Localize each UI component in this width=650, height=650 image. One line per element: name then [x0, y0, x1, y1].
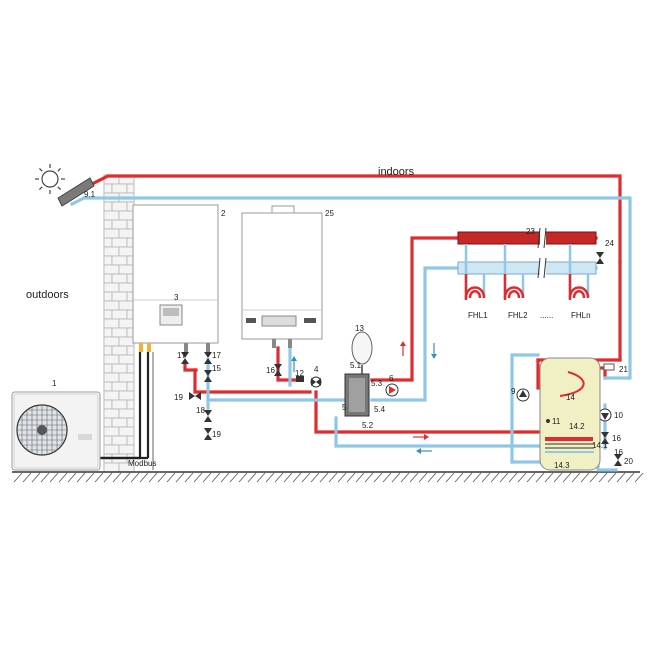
- label-17-b: 17: [212, 351, 221, 360]
- flow-arrows: [291, 341, 437, 454]
- label-9: 9: [511, 387, 516, 396]
- ground-line: [12, 471, 644, 483]
- modbus-label: Modbus: [128, 459, 156, 468]
- label-13: 13: [355, 324, 364, 333]
- indoors-label: indoors: [378, 166, 415, 178]
- pump-10-icon: [598, 408, 612, 422]
- label-14: 14: [566, 393, 575, 402]
- valve-icons: [181, 252, 622, 466]
- outdoor-heat-pump: [11, 391, 101, 471]
- indoor-unit: [132, 204, 219, 352]
- mixing-valve-icon: [310, 376, 322, 388]
- refrigerant-lines: [98, 352, 154, 470]
- exterior-wall: [103, 174, 135, 473]
- label-5-2: 5.2: [362, 421, 374, 430]
- label-14-1: 14.1: [592, 441, 608, 450]
- pump-6-icon: [385, 383, 399, 397]
- label-23: 23: [526, 227, 535, 236]
- label-9-1: 9.1: [84, 190, 96, 199]
- circuit-dots-label: ......: [540, 311, 553, 320]
- label-16-c: 16: [614, 448, 623, 457]
- label-15: 15: [212, 364, 221, 373]
- label-19-b: 19: [212, 430, 221, 439]
- label-16-a: 16: [266, 366, 275, 375]
- circuit-fhl2-label: FHL2: [508, 311, 528, 320]
- label-16-b: 16: [612, 434, 621, 443]
- label-5-1: 5.1: [350, 361, 362, 370]
- circuit-fhl1-label: FHL1: [468, 311, 488, 320]
- storage-tank: [539, 357, 601, 471]
- outdoors-label: outdoors: [26, 289, 69, 301]
- label-12: 12: [295, 369, 304, 378]
- label-5-3: 5.3: [371, 379, 383, 388]
- label-5-4: 5.4: [374, 405, 386, 414]
- label-4: 4: [314, 365, 319, 374]
- label-11: 11: [552, 417, 561, 426]
- solar-collector: [57, 177, 95, 207]
- label-1: 1: [52, 379, 57, 388]
- label-17-a: 17: [177, 351, 186, 360]
- hydraulic-separator: [344, 373, 370, 417]
- label-20: 20: [624, 457, 633, 466]
- floor-heating-manifold: [457, 227, 597, 279]
- label-2: 2: [221, 209, 226, 218]
- label-14-3: 14.3: [554, 461, 570, 470]
- indoor-unit-pipe-stubs: [139, 343, 210, 352]
- floor-heating-loops: [464, 244, 590, 300]
- circuit-fhln-label: FHLn: [571, 311, 591, 320]
- label-25: 25: [325, 209, 334, 218]
- label-21: 21: [619, 365, 628, 374]
- label-18: 18: [196, 406, 205, 415]
- fan-icon: [16, 404, 68, 456]
- tap-21-icon: [603, 363, 615, 371]
- sun-icon: [35, 164, 65, 194]
- label-19-a: 19: [174, 393, 183, 402]
- label-10: 10: [614, 411, 623, 420]
- pump-9-icon: [516, 388, 530, 402]
- label-6: 6: [389, 374, 394, 383]
- label-14-2: 14.2: [569, 422, 585, 431]
- label-5: 5: [342, 403, 347, 412]
- label-24: 24: [605, 239, 614, 248]
- gas-boiler: [241, 205, 323, 348]
- label-3: 3: [174, 293, 179, 302]
